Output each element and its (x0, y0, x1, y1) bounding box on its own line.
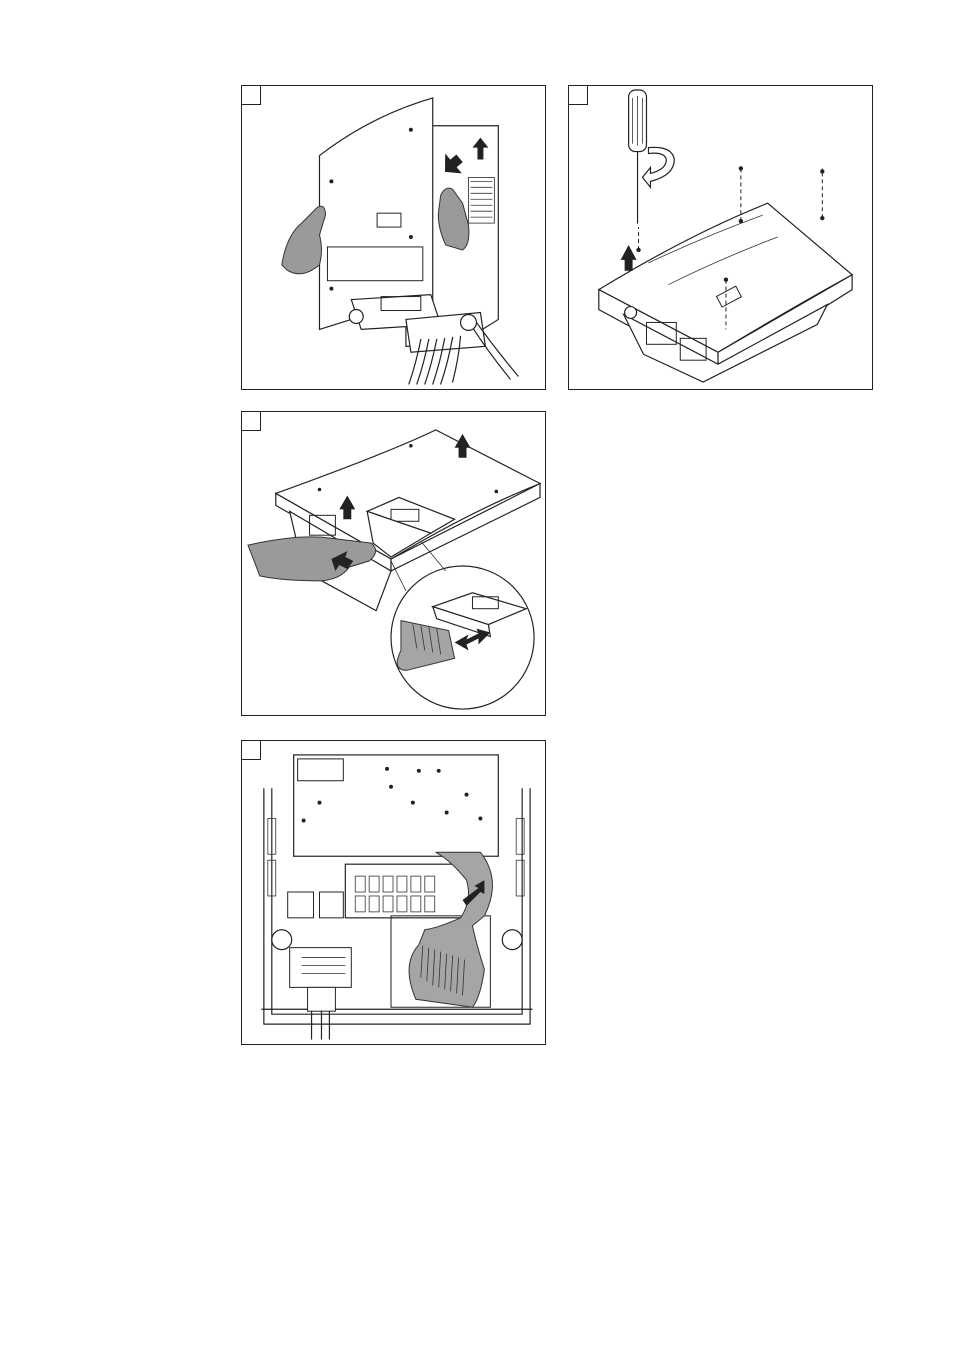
remove-cover-illustration (281, 97, 519, 385)
disconnect-cable-illustration (247, 429, 542, 710)
device-interior-illustration (261, 754, 533, 1040)
unscrew-illustration (597, 89, 854, 383)
figure-panel-unscrew (568, 85, 873, 390)
step-number-box (242, 741, 261, 760)
step-number-box (242, 86, 261, 105)
step-number-box (242, 412, 261, 431)
figure-panel-remove-cover (241, 85, 546, 390)
figure-panel-disconnect-cable (241, 411, 546, 716)
figure-panel-interior (241, 740, 546, 1045)
step-number-box (569, 86, 588, 105)
